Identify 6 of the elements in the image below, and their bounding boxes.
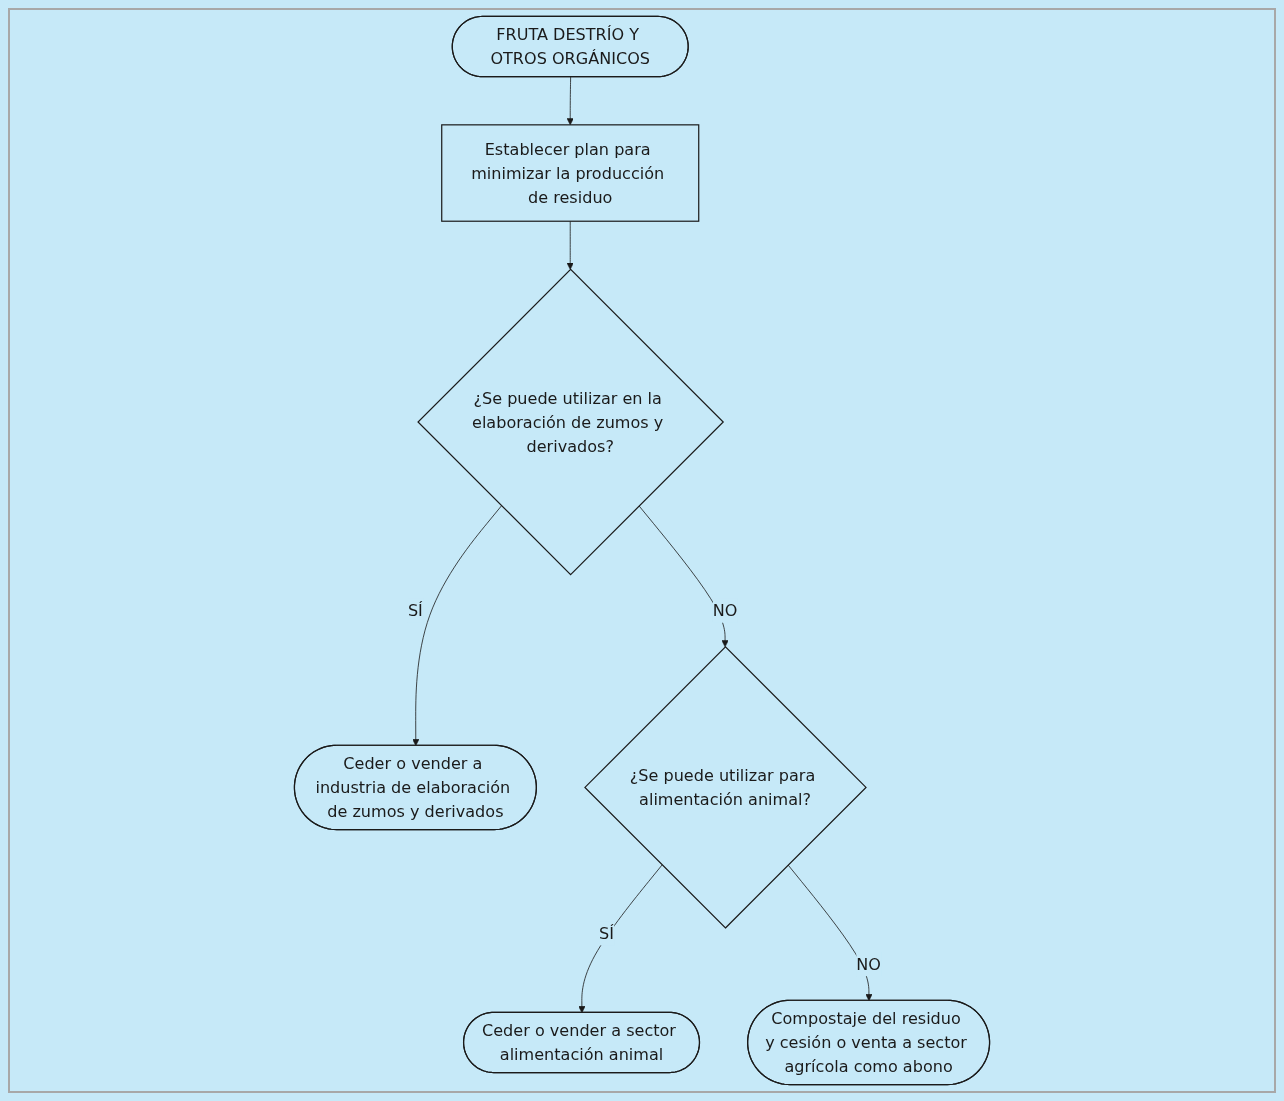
node-box: Establecer plan para minimizar la producción de residuo — [441, 124, 700, 222]
edge-label: SÍ — [407, 601, 423, 621]
node-diamond: ¿Se puede utilizar en la elaboración de zumos y derivados? — [417, 268, 725, 576]
edge-label: NO — [856, 954, 881, 974]
edge-label: SÍ — [599, 923, 614, 944]
edge-label: NO — [712, 601, 738, 621]
